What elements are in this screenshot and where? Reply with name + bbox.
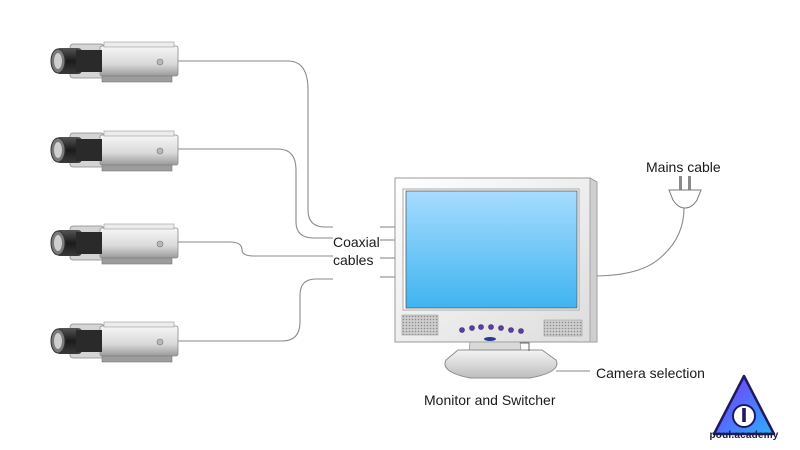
monitor-buttons xyxy=(459,324,524,334)
coaxial-label-line1: Coaxial xyxy=(333,234,380,250)
mains-cable-label: Mains cable xyxy=(646,159,721,175)
coaxial-cables xyxy=(174,60,395,342)
monitor-screen xyxy=(405,190,578,309)
brand-text: poul.academy xyxy=(709,430,779,441)
coaxial-cables-label: Coaxial cables xyxy=(333,233,380,269)
camera-3 xyxy=(50,223,179,265)
speaker-right xyxy=(543,319,583,337)
monitor-label: Monitor and Switcher xyxy=(424,392,556,408)
monitor xyxy=(394,177,598,379)
mains-cable xyxy=(592,207,685,277)
camera-selection-label: Camera selection xyxy=(596,365,705,381)
speaker-left xyxy=(401,314,439,336)
plug-icon xyxy=(668,176,702,209)
brand-block: poul.academy xyxy=(702,376,786,448)
brand-logo xyxy=(712,374,776,436)
coaxial-label-line2: cables xyxy=(333,252,374,268)
camera-1 xyxy=(50,41,179,83)
camera-4 xyxy=(50,321,179,363)
camera-2 xyxy=(50,130,179,172)
